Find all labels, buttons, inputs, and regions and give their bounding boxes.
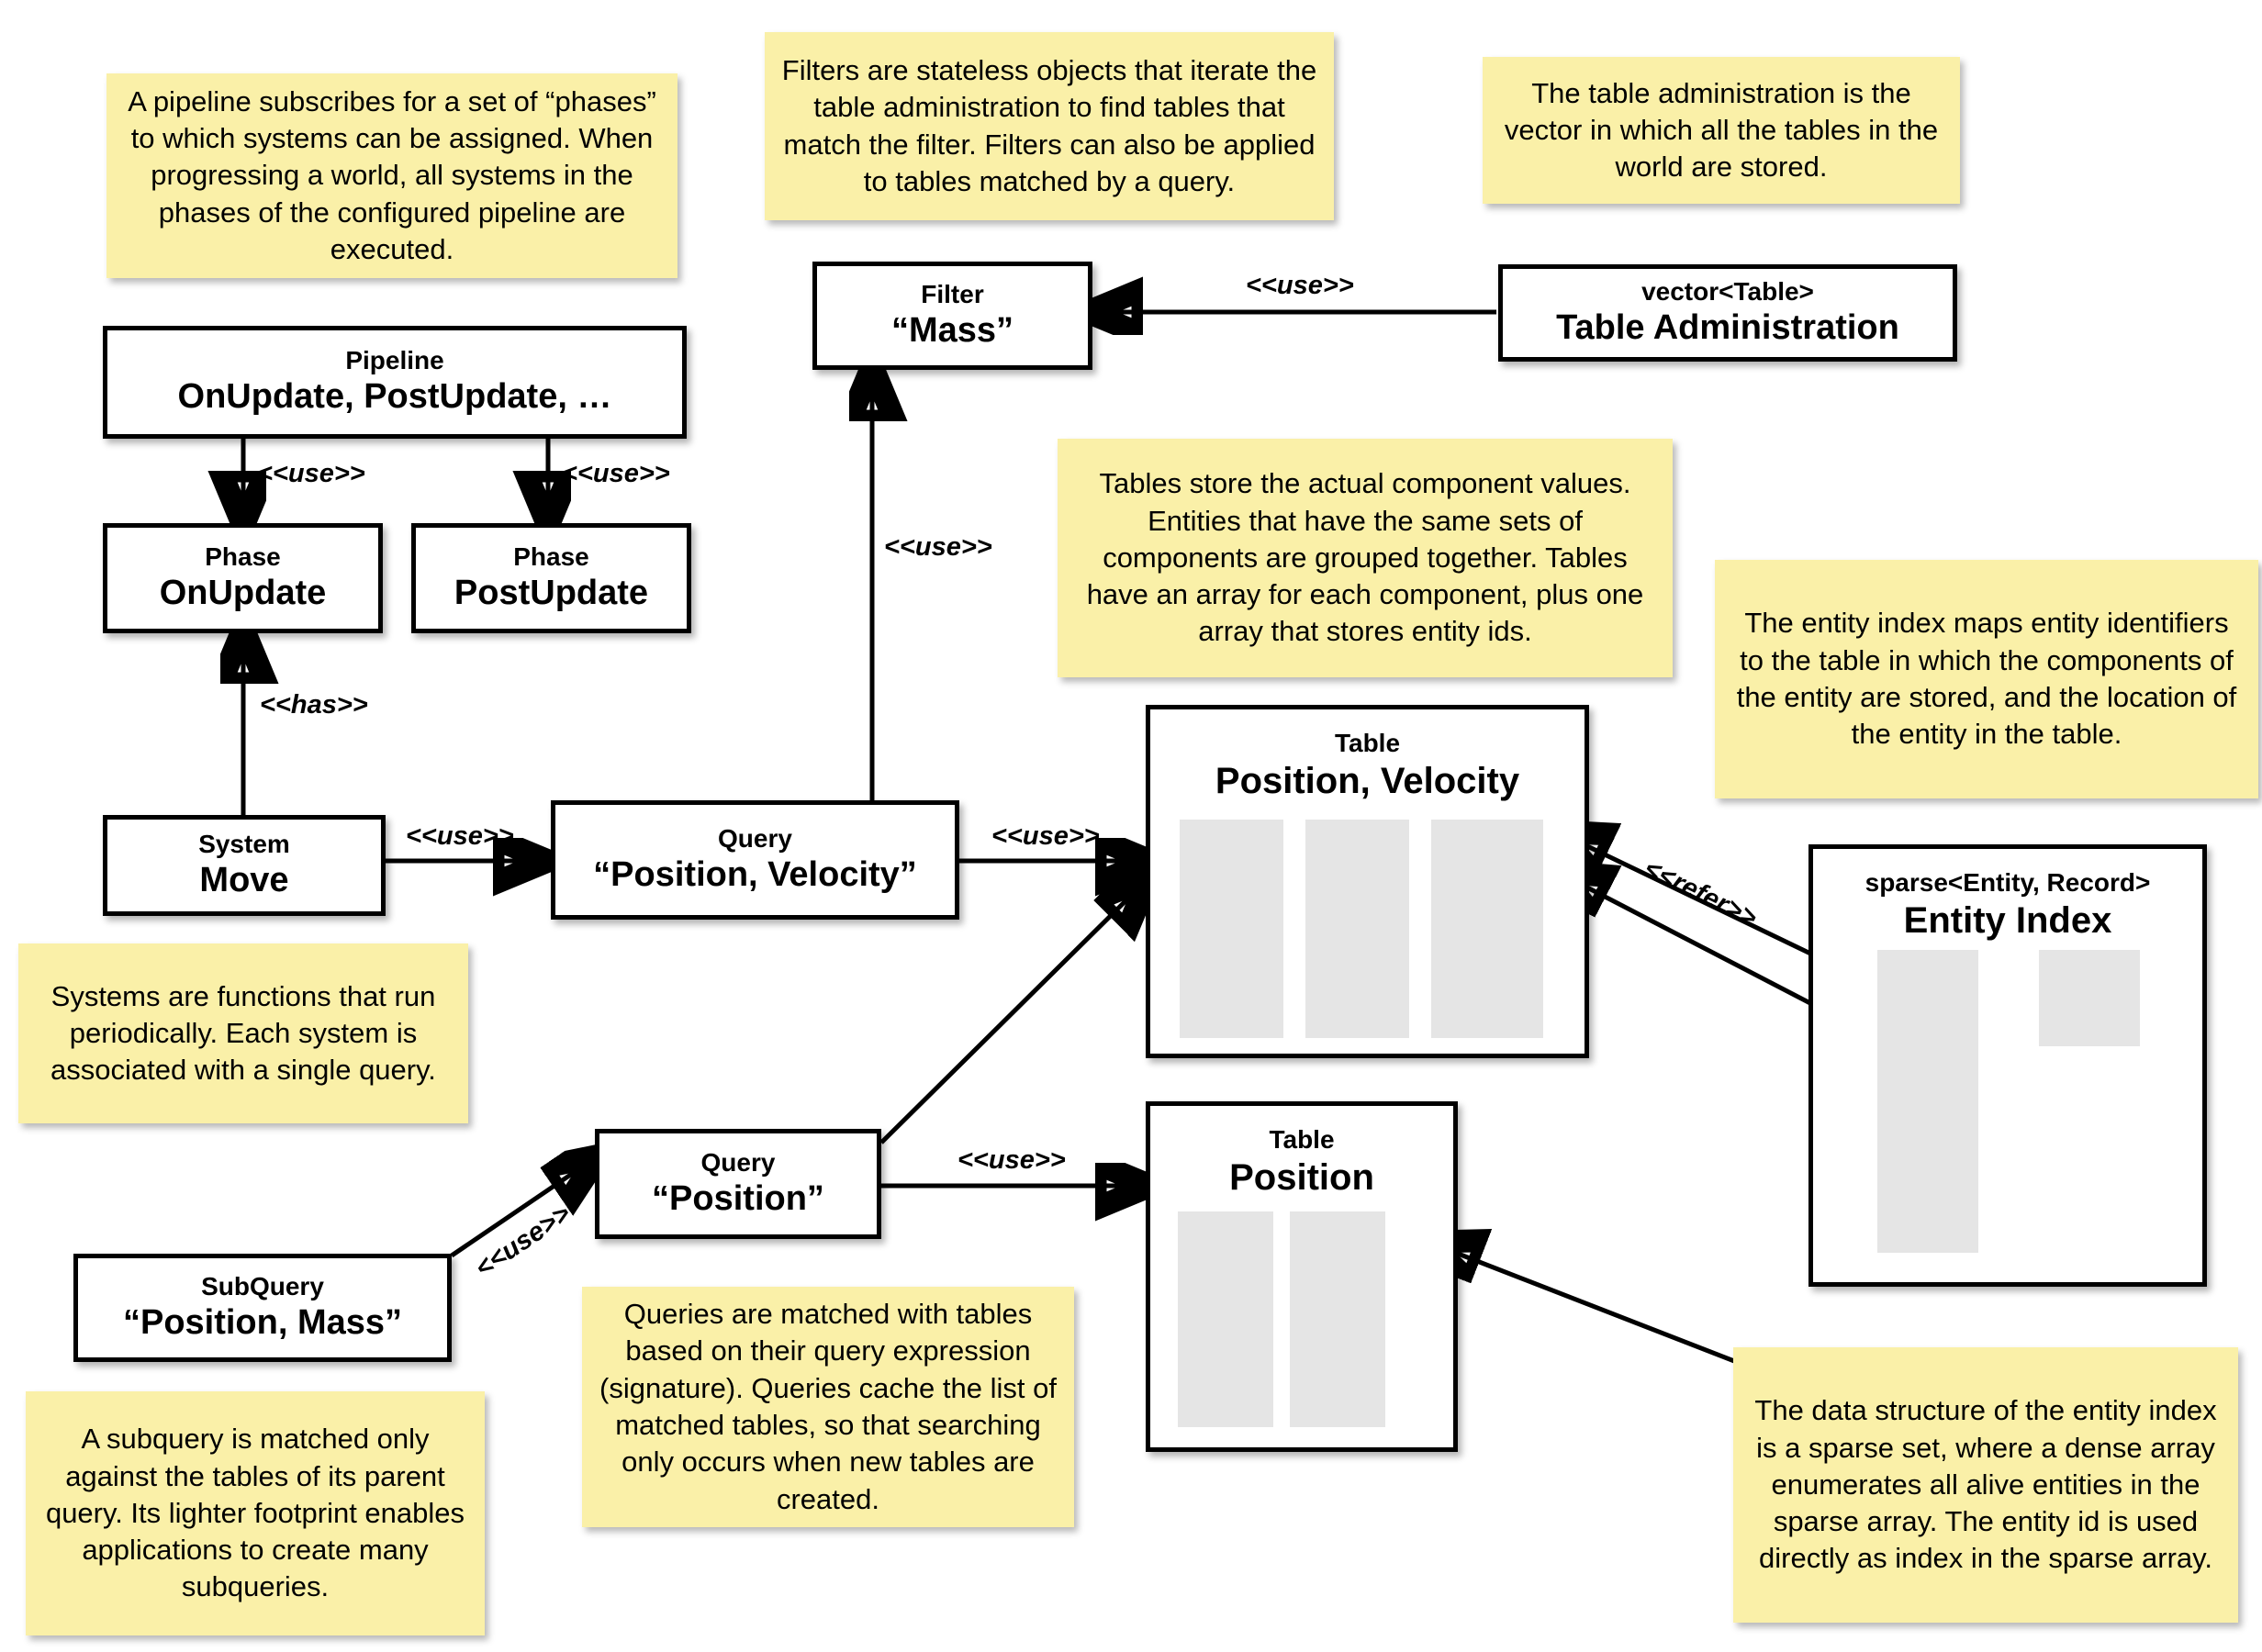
box-stereotype: Phase [205,541,281,571]
edge-label-system-query: <<use>> [406,821,514,851]
edge-label-tableadmin-filter: <<use>> [1246,271,1354,300]
box-title: “Position, Velocity” [593,854,917,894]
box-title: Position [1229,1156,1374,1198]
box-title: Table Administration [1556,307,1899,347]
array-column [1290,1211,1385,1427]
note-text: Tables store the actual component values… [1086,467,1644,648]
note-text: A subquery is matched only against the t… [45,1423,465,1603]
box-pipeline[interactable]: Pipeline OnUpdate, PostUpdate, … [103,326,687,439]
edge-label-pipeline-onupdate: <<use>> [257,459,365,488]
box-phase-onupdate[interactable]: Phase OnUpdate [103,523,383,633]
box-stereotype: Phase [513,541,589,571]
sparse-array-column [1877,950,1978,1253]
note-table: Tables store the actual component values… [1058,439,1673,677]
box-table-position-velocity[interactable]: Table Position, Velocity [1146,705,1589,1058]
box-table-administration[interactable]: vector<Table> Table Administration [1498,264,1957,362]
box-subquery-position-mass[interactable]: SubQuery “Position, Mass” [73,1254,452,1362]
box-title: OnUpdate, PostUpdate, … [177,377,612,417]
note-query: Queries are matched with tables based on… [582,1287,1074,1527]
box-entity-index[interactable]: sparse<Entity, Record> Entity Index [1808,844,2207,1287]
note-subquery: A subquery is matched only against the t… [26,1391,485,1635]
edge-queryp-tablepv [879,881,1146,1144]
note-entity-index: The entity index maps entity identifiers… [1715,560,2258,798]
box-title: Position, Velocity [1215,760,1520,801]
box-stereotype: Table [1269,1125,1335,1154]
box-title: “Position” [652,1178,824,1218]
box-query-position-velocity[interactable]: Query “Position, Velocity” [551,800,959,920]
box-phase-postupdate[interactable]: Phase PostUpdate [411,523,691,633]
box-title: “Mass” [890,310,1014,350]
dense-array-column [2039,950,2140,1046]
array-column [1178,1211,1273,1427]
array-column [1431,820,1543,1038]
edge-label-subquery-queryp: <<use>> [470,1199,577,1284]
box-stereotype: Query [718,823,792,853]
box-stereotype: vector<Table> [1641,276,1814,306]
box-stereotype: System [198,829,290,858]
note-pipeline: A pipeline subscribes for a set of “phas… [106,73,677,278]
edge-label-system-phase: <<has>> [260,690,368,720]
edge-label-query-filter: <<use>> [884,532,992,562]
box-stereotype: Query [700,1147,776,1177]
table-array-columns [1178,1211,1426,1427]
box-stereotype: SubQuery [201,1271,324,1300]
box-stereotype: Table [1334,729,1401,757]
note-text: Filters are stateless objects that itera… [781,53,1317,197]
edge-label-entityindex-refer: <<refer>> [1639,854,1762,933]
box-title: “Position, Mass” [122,1302,403,1342]
box-title: Move [199,860,289,899]
edge-label-pipeline-postupdate: <<use>> [562,459,670,488]
box-table-position[interactable]: Table Position [1146,1101,1458,1452]
array-column [1180,820,1283,1038]
note-text: A pipeline subscribes for a set of “phas… [128,84,656,265]
table-array-columns [1180,820,1565,1038]
box-query-position[interactable]: Query “Position” [595,1129,881,1239]
box-title: Entity Index [1903,899,2112,941]
note-filter: Filters are stateless objects that itera… [765,32,1334,220]
note-text: The data structure of the entity index i… [1754,1394,2217,1575]
box-filter-mass[interactable]: Filter “Mass” [812,262,1092,370]
edge-label-queryp-tablep: <<use>> [957,1145,1066,1175]
note-text: Queries are matched with tables based on… [599,1298,1057,1515]
box-stereotype: Filter [921,279,984,308]
edge-label-querypv-tablepv: <<use>> [991,821,1100,851]
note-text: The entity index maps entity identifiers… [1736,607,2237,751]
box-stereotype: Pipeline [345,346,444,375]
note-table-admin: The table administration is the vector i… [1483,57,1960,204]
note-system: Systems are functions that run periodica… [18,943,468,1123]
note-text: Systems are functions that run periodica… [50,979,436,1087]
box-title: OnUpdate [159,573,327,612]
note-text: The table administration is the vector i… [1504,76,1939,184]
box-stereotype: sparse<Entity, Record> [1864,868,2151,897]
note-sparse: The data structure of the entity index i… [1733,1347,2238,1623]
box-system-move[interactable]: System Move [103,815,386,916]
array-column [1305,820,1409,1038]
box-title: PostUpdate [454,573,649,612]
